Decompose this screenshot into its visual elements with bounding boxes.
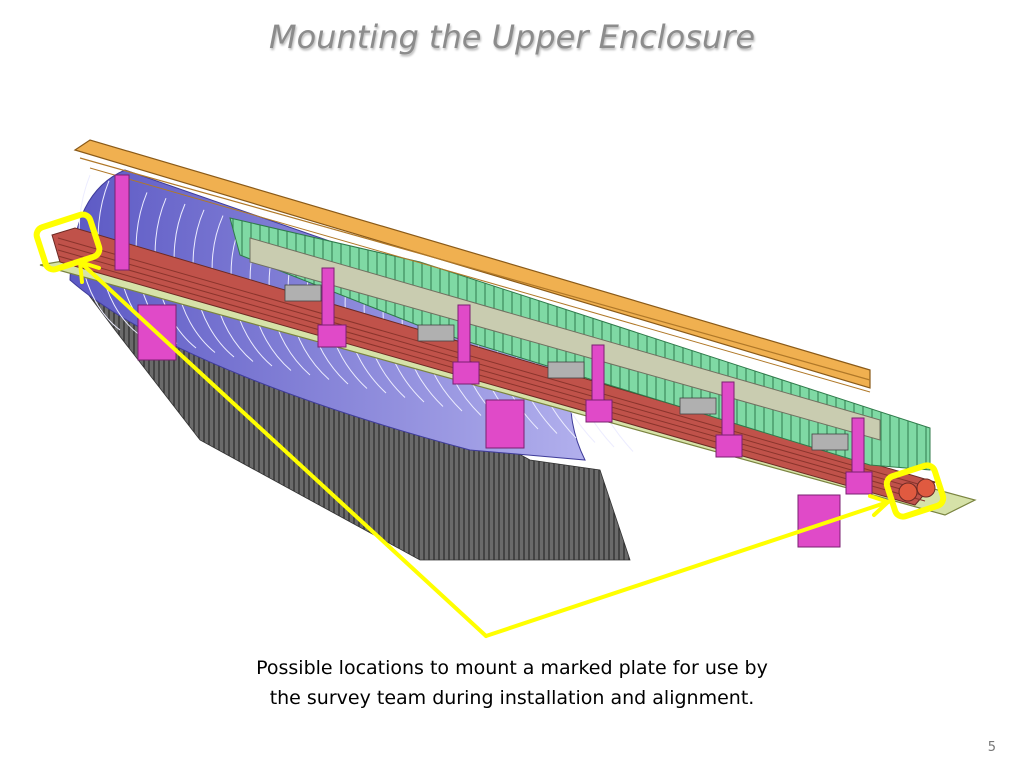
marker-box-icon — [883, 462, 947, 520]
caption: Possible locations to mount a marked pla… — [212, 653, 812, 713]
caption-line-1: Possible locations to mount a marked pla… — [256, 657, 768, 679]
caption-line-2: the survey team during installation and … — [269, 687, 755, 709]
tube-line — [57, 243, 926, 492]
page-number: 5 — [987, 740, 996, 755]
tube-line — [57, 249, 926, 497]
tube-line — [57, 255, 926, 502]
arrow-icon — [78, 260, 890, 638]
top-rail — [73, 139, 871, 389]
tube-line — [57, 237, 926, 487]
slide-title: Mounting the Upper Enclosure — [268, 18, 756, 56]
tube-lines — [57, 237, 926, 502]
marker-box-icon — [33, 211, 103, 273]
clamps — [284, 284, 849, 451]
supports — [114, 174, 873, 548]
